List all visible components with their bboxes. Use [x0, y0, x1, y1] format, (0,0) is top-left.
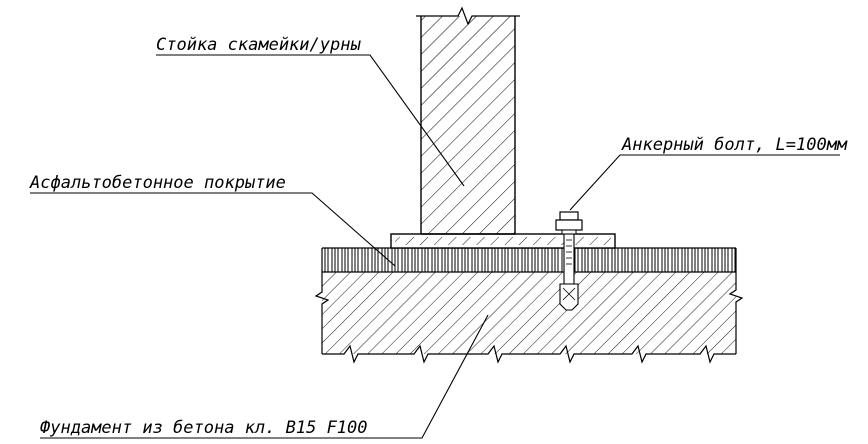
foundation [314, 271, 744, 364]
asphalt-label: Асфальтобетонное покрытие [29, 173, 286, 193]
post [416, 6, 520, 235]
base-plate [390, 233, 616, 249]
asphalt-layer [321, 247, 737, 272]
foundation-label: Фундамент из бетона кл. В15 F100 [40, 418, 368, 438]
anchor-bolt [555, 211, 583, 311]
anchor-label: Анкерный болт, L=100мм [621, 135, 848, 155]
leaders [30, 54, 840, 439]
post-label: Стойка скамейки/урны [156, 35, 361, 55]
